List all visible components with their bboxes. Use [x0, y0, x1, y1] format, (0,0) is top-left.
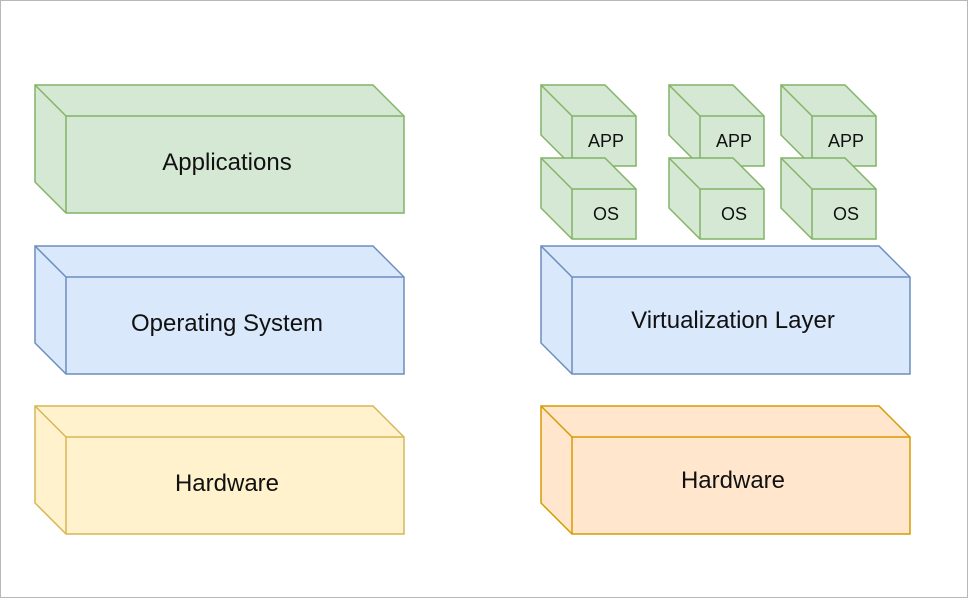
vm-app-cube: APP: [780, 84, 877, 167]
left-layer-hardware-edges: [34, 405, 404, 534]
left-layer-operating-system-body: [34, 245, 405, 375]
vm-os-cube-edges: [668, 157, 764, 239]
vm-os-cube-label: OS: [833, 204, 859, 224]
right-layer-hardware: Hardware: [540, 405, 911, 535]
vm-app-cube-label: APP: [588, 131, 624, 151]
vm-app-cube-edges: [540, 84, 636, 166]
right-layer-virtualization-layer-edges: [540, 245, 910, 374]
left-layer-operating-system-label: Operating System: [131, 310, 323, 337]
right-layer-hardware-label: Hardware: [681, 467, 785, 494]
left-layer-hardware-body: [34, 405, 405, 535]
right-layer-hardware-edges: [540, 405, 910, 534]
vm-os-cube-edges: [540, 157, 636, 239]
vm-app-cube-edges: [780, 84, 876, 166]
vm-os-cube-body: [780, 157, 877, 240]
left-layer-hardware: Hardware: [34, 405, 405, 535]
left-layer-hardware-label: Hardware: [175, 470, 279, 497]
vm-app-cube-body: [540, 84, 637, 167]
vm-app-cube-body: [668, 84, 765, 167]
vm-os-cube: OS: [668, 157, 765, 240]
right-layer-virtualization-layer-label: Virtualization Layer: [631, 307, 835, 334]
vm-os-cube-body: [540, 157, 637, 240]
vm-app-cube-label: APP: [828, 131, 864, 151]
right-layer-virtualization-layer-body: [540, 245, 911, 375]
vm-os-cube: OS: [780, 157, 877, 240]
vm-app-cube-edges: [668, 84, 764, 166]
vm-app-cube-label: APP: [716, 131, 752, 151]
right-layer-virtualization-layer: Virtualization Layer: [540, 245, 911, 375]
vm-os-cube-edges: [780, 157, 876, 239]
right-layer-hardware-body: [540, 405, 911, 535]
left-layer-applications-edges: [34, 84, 404, 213]
left-layer-applications-body: [34, 84, 405, 214]
vm-app-cube: APP: [668, 84, 765, 167]
left-layer-operating-system-edges: [34, 245, 404, 374]
vm-os-cube: OS: [540, 157, 637, 240]
vm-app-cube-body: [780, 84, 877, 167]
left-layer-applications: Applications: [34, 84, 405, 214]
vm-os-cube-label: OS: [721, 204, 747, 224]
vm-app-cube: APP: [540, 84, 637, 167]
left-layer-operating-system: Operating System: [34, 245, 405, 375]
vm-os-cube-body: [668, 157, 765, 240]
vm-os-cube-label: OS: [593, 204, 619, 224]
left-layer-applications-label: Applications: [162, 149, 291, 176]
